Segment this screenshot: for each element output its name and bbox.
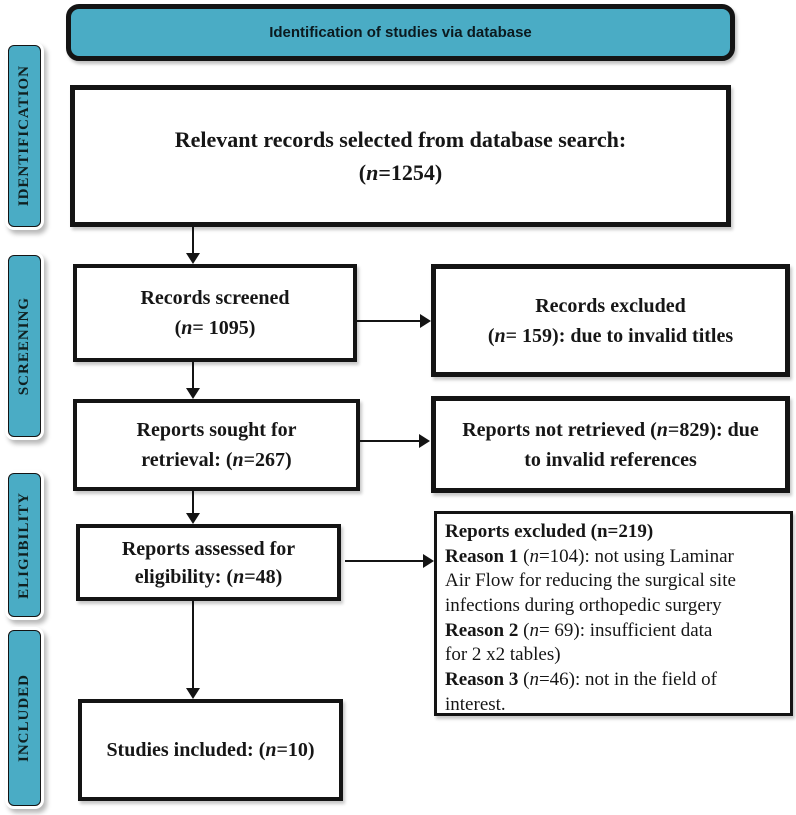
stage-label-screening: SCREENING [16, 296, 32, 396]
stage-tab-eligibility: ELIGIBILITY [5, 470, 44, 620]
box-reports-excluded-reasons: Reports excluded (n=219)Reason 1 (n=104)… [434, 511, 793, 716]
box-records-screened: Records screened(n= 1095) [73, 264, 357, 362]
box-reports-excluded-reasons-text: Reports excluded (n=219)Reason 1 (n=104)… [445, 521, 736, 715]
arrow-sought-to-not-retrieved-head [419, 434, 430, 448]
box-studies-included: Studies included: (n=10) [78, 699, 343, 801]
stage-tab-identification-fill: IDENTIFICATION [8, 45, 41, 227]
arrow-sought-to-assessed-line [192, 491, 194, 514]
stage-tab-eligibility-fill: ELIGIBILITY [8, 473, 41, 617]
arrow-screened-to-excluded-head [420, 314, 431, 328]
box-records-excluded: Records excluded(n= 159): due to invalid… [431, 264, 790, 377]
stage-tab-screening: SCREENING [5, 252, 44, 440]
arrow-sought-to-not-retrieved-line [360, 440, 420, 442]
banner-identification-via-database: Identification of studies via database [66, 4, 735, 61]
stage-label-eligibility: ELIGIBILITY [16, 491, 32, 599]
arrow-assessed-to-excluded-head [423, 554, 434, 568]
stage-label-identification: IDENTIFICATION [16, 65, 32, 207]
stage-tab-included-fill: INCLUDED [8, 630, 41, 806]
arrow-screened-to-excluded-line [357, 320, 421, 322]
box-relevant-records: Relevant records selected from database … [70, 85, 731, 227]
stage-tab-screening-fill: SCREENING [8, 255, 41, 437]
box-relevant-records-text: Relevant records selected from database … [174, 127, 627, 185]
box-studies-included-text: Studies included: (n=10) [106, 739, 315, 761]
box-records-excluded-text: Records excluded(n= 159): due to invalid… [487, 294, 734, 347]
arrow-screened-to-sought-line [192, 362, 194, 389]
box-records-screened-text: Records screened(n= 1095) [140, 287, 290, 339]
stage-tab-included: INCLUDED [5, 627, 44, 809]
arrow-sought-to-assessed-head [186, 513, 200, 524]
arrow-identification-to-screened-head [186, 253, 200, 264]
arrow-screened-to-sought-head [186, 388, 200, 399]
stage-label-included: INCLUDED [16, 673, 32, 762]
stage-tab-identification: IDENTIFICATION [5, 42, 44, 230]
arrow-identification-to-screened-line [192, 227, 194, 255]
arrow-assessed-to-excluded-line [345, 560, 424, 562]
banner-label: Identification of studies via database [269, 24, 532, 41]
arrow-assessed-to-included-head [186, 688, 200, 699]
arrow-assessed-to-included-line [192, 601, 194, 689]
